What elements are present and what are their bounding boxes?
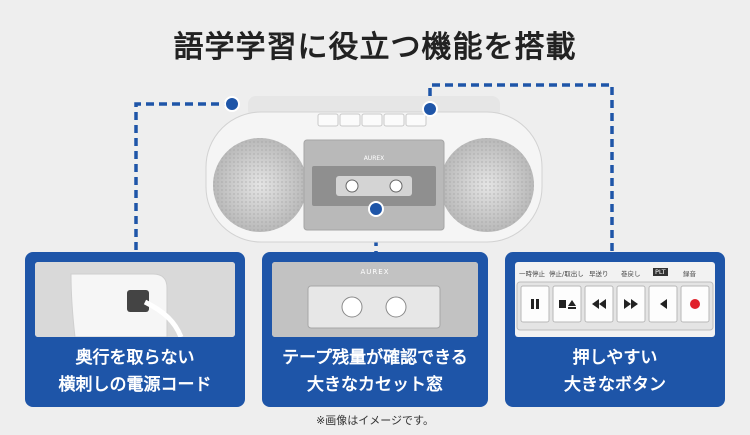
feature-card-cassette-window: AUREX テープ残量が確認できる 大きなカセット窓 bbox=[262, 252, 488, 407]
brand-label: AUREX bbox=[364, 155, 385, 162]
cassette-window-image bbox=[272, 262, 478, 337]
power-cord-image bbox=[35, 262, 235, 337]
brand-label: AUREX bbox=[360, 268, 390, 276]
button-labels: 一時停止 停止/取出し 早送り 巻戻し PLT 録音 bbox=[519, 268, 696, 278]
page-title: 語学学習に役立つ機能を搭載 bbox=[173, 30, 577, 65]
image-disclaimer: ※画像はイメージです。 bbox=[316, 414, 434, 427]
power-cord-photo bbox=[35, 262, 235, 337]
button-panel-image bbox=[516, 281, 714, 331]
feature-caption: 奥行を取らない 横刺しの電源コード bbox=[58, 348, 212, 395]
feature-caption: 押しやすい 大きなボタン bbox=[564, 348, 666, 395]
button-panel-photo: 一時停止 停止/取出し 早送り 巻戻し PLT 録音 bbox=[515, 262, 715, 337]
feature-card-power-cord: 奥行を取らない 横刺しの電源コード bbox=[25, 252, 245, 407]
feature-card-buttons: 一時停止 停止/取出し 早送り 巻戻し PLT 録音 bbox=[505, 252, 725, 407]
radio-cassette-body bbox=[205, 96, 543, 243]
feature-caption: テープ残量が確認できる 大きなカセット窓 bbox=[282, 348, 468, 395]
cassette-window-photo: AUREX bbox=[272, 262, 478, 337]
